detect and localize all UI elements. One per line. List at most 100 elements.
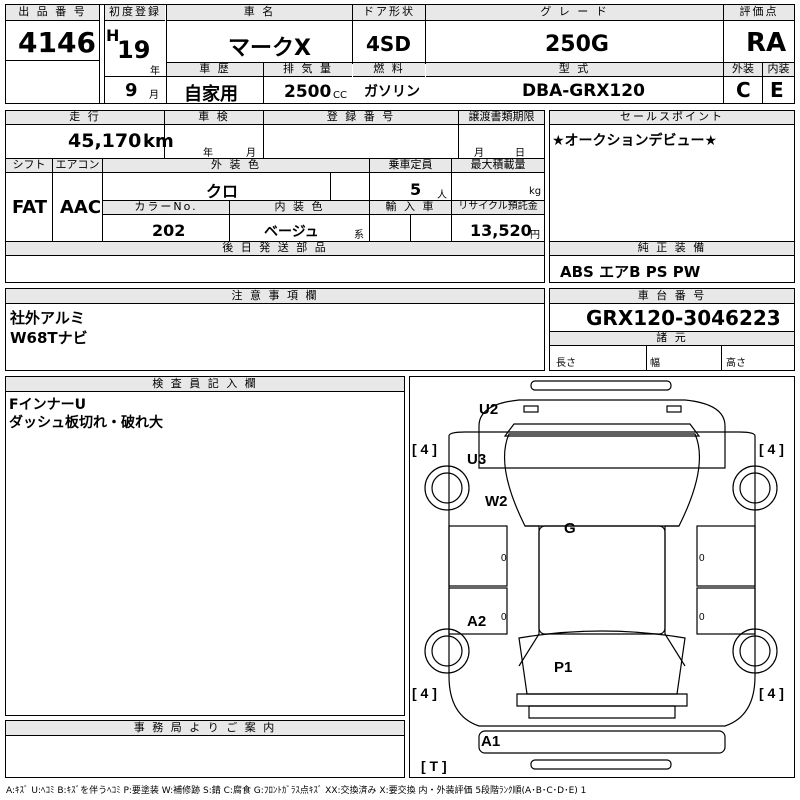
history: 自家用 <box>184 84 238 105</box>
caution-line-1: 社外アルミ <box>10 309 85 327</box>
grade: 250G <box>545 32 609 57</box>
fuel-label: 燃 料 <box>353 63 425 77</box>
load-label: 最大積載量 <box>452 159 544 173</box>
width-label: 幅 <box>650 358 660 369</box>
car-diagram: U2 U3 W2 G A2 P1 A1 [ 4 ] [ 4 ] [ 4 ] [ … <box>412 380 784 774</box>
sales-point: ★オークションデビュー★ <box>552 133 718 149</box>
transfer-month: 月 <box>474 148 484 159</box>
zero-2: 0 <box>699 553 705 564</box>
recycle-fee: 13,520 <box>470 221 532 240</box>
mid-section <box>5 110 545 283</box>
interior-color: ベージュ <box>264 224 319 240</box>
office-label: 事 務 局 よ り ご 案 内 <box>6 721 404 736</box>
era: H <box>106 26 120 45</box>
int-label: 内装 <box>763 63 794 77</box>
reg-box <box>104 4 167 104</box>
mileage-label: 走 行 <box>6 111 164 125</box>
door-label: ドア形状 <box>353 5 425 21</box>
tire-rear-left: [ 4 ] <box>412 685 437 701</box>
import-label: 輸 入 車 <box>370 201 451 215</box>
month-unit: 月 <box>149 90 159 101</box>
mark-u2: U2 <box>479 401 498 418</box>
fuel: ガソリン <box>364 84 420 100</box>
shift-label: シフト <box>6 159 52 173</box>
mark-g: G <box>564 520 576 537</box>
year-unit: 年 <box>150 66 160 77</box>
mark-p1: P1 <box>554 659 572 676</box>
caution-box <box>5 288 545 371</box>
inspector-box <box>5 376 405 716</box>
int-score: E <box>770 78 784 102</box>
zero-4: 0 <box>699 612 705 623</box>
regno-label: 登 録 番 号 <box>264 111 458 125</box>
car-diagram-box <box>409 376 795 778</box>
inspector-label: 検 査 員 記 入 欄 <box>6 377 404 392</box>
inspect-year: 年 <box>203 148 213 159</box>
car-name: マークX <box>228 36 311 61</box>
chassis-label: 車 台 番 号 <box>550 289 794 304</box>
displacement: 2500 <box>284 82 332 102</box>
equipment: ABS エアB PS PW <box>560 263 701 281</box>
chassis-number: GRX120-3046223 <box>586 306 781 330</box>
tire-front-left: [ 4 ] <box>412 441 437 457</box>
equip-label: 純 正 装 備 <box>550 242 794 256</box>
reg-year: 19 <box>117 36 151 64</box>
ext-label: 外装 <box>724 63 762 77</box>
mark-u3: U3 <box>467 451 486 468</box>
lot-number: 4146 <box>18 26 96 59</box>
top-section <box>5 4 795 104</box>
car-name-label: 車 名 <box>167 5 352 21</box>
capacity-unit: 人 <box>437 190 447 201</box>
inspect-label: 車 検 <box>165 111 263 125</box>
score: RA <box>746 28 787 58</box>
disp-unit: CC <box>333 90 347 101</box>
model-code: DBA-GRX120 <box>522 81 645 101</box>
sales-label: セールスポイント <box>550 111 794 125</box>
ac-label: エアコン <box>53 159 102 173</box>
length-label: 長さ <box>556 358 576 369</box>
transfer-day: 日 <box>515 148 525 159</box>
capacity-label: 乗車定員 <box>370 159 451 173</box>
score-label: 評価点 <box>724 5 794 21</box>
exterior-color: クロ <box>206 182 239 201</box>
reg-label: 初度登録 <box>105 5 165 21</box>
sales-point-box <box>549 110 795 283</box>
chassis-box <box>549 288 795 371</box>
caution-label: 注 意 事 項 欄 <box>6 289 544 304</box>
mark-a2: A2 <box>467 613 486 630</box>
mileage-unit: km <box>143 131 174 152</box>
tire-rear-right: [ 4 ] <box>759 685 784 701</box>
grade-label: グ レ ー ド <box>426 5 723 21</box>
history-label: 車 歴 <box>167 63 263 77</box>
color-label: 外 装 色 <box>103 159 369 173</box>
legend: A:ｷｽﾞ U:ﾍｺﾐ B:ｷｽﾞを伴うﾍｺﾐ P:要塗装 W:補修跡 S:錆 … <box>6 786 587 796</box>
transfer-label: 譲渡書類期限 <box>459 111 544 125</box>
later-parts-label: 後 日 発 送 部 品 <box>6 242 544 256</box>
colorno-label: カラーNo. <box>103 201 229 215</box>
caution-line-2: W68Tナビ <box>10 329 88 347</box>
inspect-month: 月 <box>246 148 256 159</box>
zero-3: 0 <box>501 612 507 623</box>
lot-label: 出 品 番 号 <box>6 5 99 21</box>
recycle-unit: 円 <box>530 230 540 241</box>
inspector-line-2: ダッシュ板切れ・破れ大 <box>9 415 163 431</box>
spare-tire: [ T ] <box>421 758 447 774</box>
intcolor-unit: 系 <box>354 230 364 241</box>
reg-month: 9 <box>125 80 138 101</box>
load-unit: kg <box>529 186 542 197</box>
mileage: 45,170 <box>68 130 142 152</box>
tire-front-right: [ 4 ] <box>759 441 784 457</box>
capacity: 5 <box>410 180 422 199</box>
inspector-line-1: FインナーU <box>9 397 86 413</box>
color-number: 202 <box>152 221 186 240</box>
mark-a1: A1 <box>481 733 500 750</box>
door-type: 4SD <box>366 32 411 56</box>
model-label: 型 式 <box>426 63 723 77</box>
intcolor-label: 内 装 色 <box>230 201 369 215</box>
mark-w2: W2 <box>485 493 508 510</box>
shift: FAT <box>12 197 48 218</box>
height-label: 高さ <box>726 358 746 369</box>
ext-score: C <box>736 78 751 102</box>
spec-label: 諸 元 <box>550 332 794 346</box>
aircon: AAC <box>60 197 102 218</box>
